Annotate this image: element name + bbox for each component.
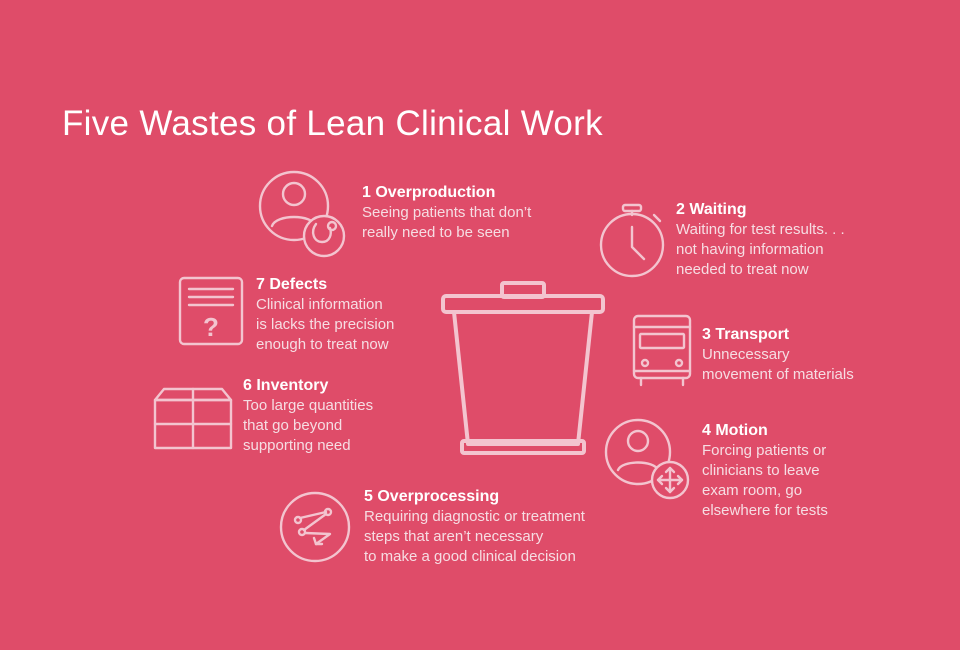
waste-description-line: clinicians to leave xyxy=(702,462,820,479)
waste-description-line: that go beyond xyxy=(243,417,343,434)
waste-heading: 4 Motion xyxy=(702,422,768,439)
waste-description-line: Too large quantities xyxy=(243,397,374,414)
trash-can-icon xyxy=(441,281,605,455)
waste-description-line: is lacks the precision xyxy=(256,316,395,333)
waste-description-line: Requiring diagnostic or treatment xyxy=(364,508,585,525)
svg-text:?: ? xyxy=(203,312,219,342)
waste-description-line: to make a good clinical decision xyxy=(364,548,576,565)
waste-waiting: 2 Waiting Waiting for test results. . . … xyxy=(676,200,845,280)
waste-description-line: exam room, go xyxy=(702,482,803,499)
waste-inventory: 6 Inventory Too large quantities that go… xyxy=(243,376,373,456)
person-move-icon xyxy=(604,418,690,500)
waste-motion: 4 Motion Forcing patients or clinicians … xyxy=(702,421,828,521)
zigzag-arrow-icon xyxy=(279,491,351,563)
waste-description-line: Seeing patients that don’t xyxy=(362,204,532,221)
waste-description-line: steps that aren’t necessary xyxy=(364,528,544,545)
waste-overprocessing: 5 Overprocessing Requiring diagnostic or… xyxy=(364,487,585,567)
waste-heading: 1 Overproduction xyxy=(362,184,496,201)
waste-description-line: needed to treat now xyxy=(676,261,809,278)
waste-description-line: enough to treat now xyxy=(256,336,389,353)
waste-description-line: movement of materials xyxy=(702,366,854,383)
page-title: Five Wastes of Lean Clinical Work xyxy=(62,104,603,143)
waste-heading: 5 Overprocessing xyxy=(364,488,500,505)
waste-description-line: elsewhere for tests xyxy=(702,502,828,519)
waste-overproduction: 1 Overproduction Seeing patients that do… xyxy=(362,183,531,243)
waste-description-line: Forcing patients or xyxy=(702,442,827,459)
waste-description-line: Clinical information xyxy=(256,296,383,313)
waste-description-line: really need to be seen xyxy=(362,224,510,241)
waste-description-line: not having information xyxy=(676,241,824,258)
waste-heading: 6 Inventory xyxy=(243,377,329,394)
waste-description-line: supporting need xyxy=(243,437,351,454)
waste-heading: 2 Waiting xyxy=(676,201,747,218)
waste-description-line: Waiting for test results. . . xyxy=(676,221,845,238)
patient-stethoscope-icon xyxy=(258,170,346,258)
document-question-icon: ? xyxy=(178,276,244,346)
waste-transport: 3 Transport Unnecessary movement of mate… xyxy=(702,325,854,385)
stopwatch-icon xyxy=(599,203,665,278)
bus-icon xyxy=(632,314,692,387)
waste-heading: 3 Transport xyxy=(702,326,790,343)
boxes-icon xyxy=(153,387,233,450)
waste-defects: 7 Defects Clinical information is lacks … xyxy=(256,275,394,355)
waste-description-line: Unnecessary xyxy=(702,346,790,363)
waste-heading: 7 Defects xyxy=(256,276,328,293)
